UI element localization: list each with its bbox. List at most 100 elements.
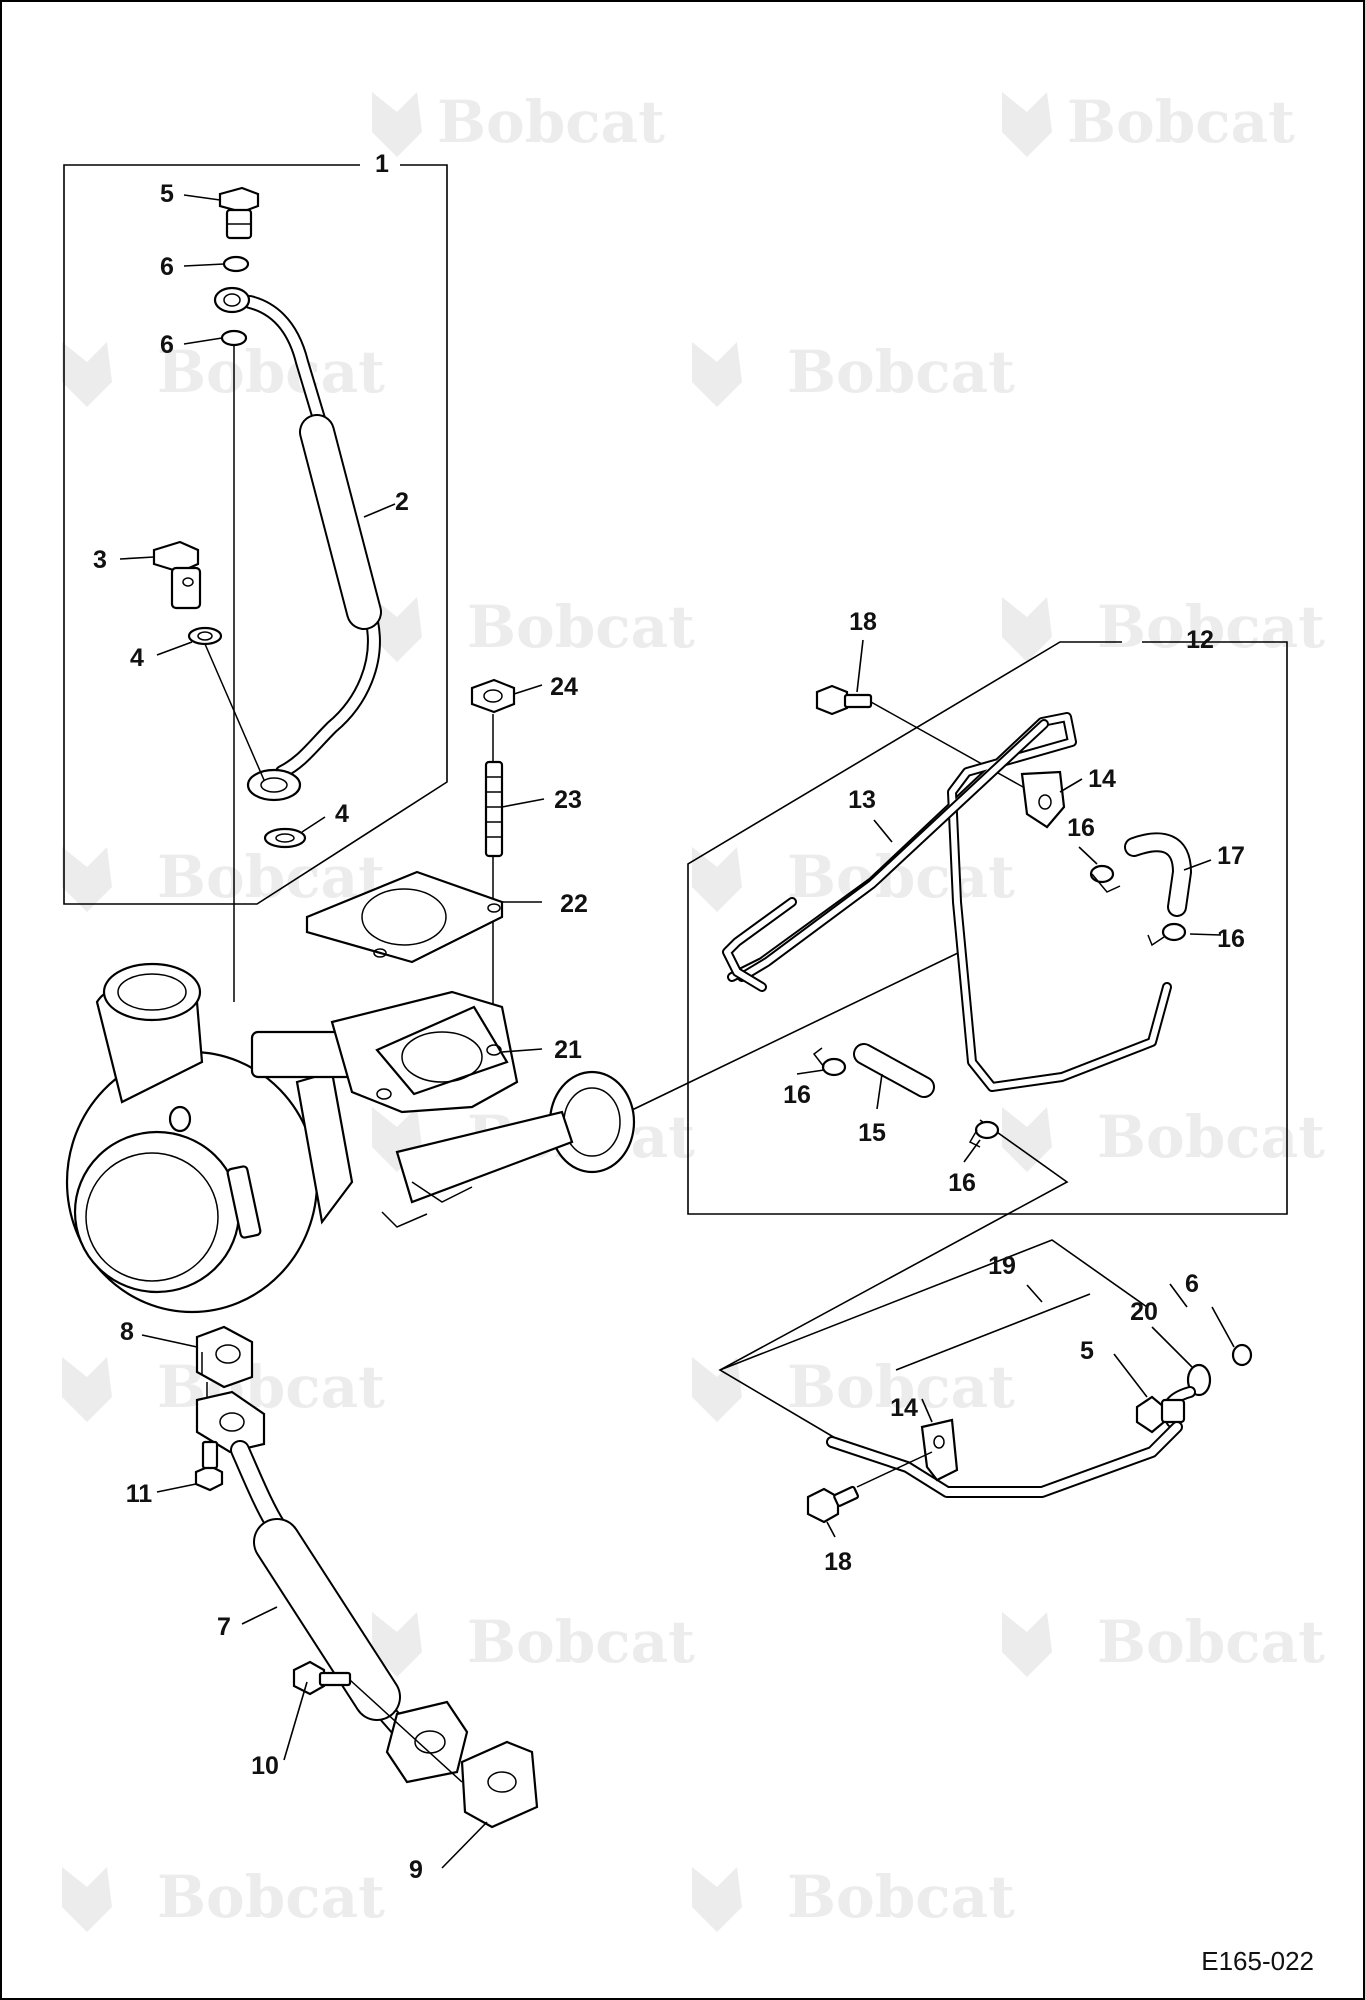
watermark-text: Bobcat (1097, 1608, 1325, 1676)
callout-16-c: 16 (783, 1081, 811, 1109)
bolt-18-lower (806, 1485, 860, 1524)
callout-14-kit: 14 (890, 1394, 918, 1422)
bobcat-logo-icon (372, 92, 422, 157)
turbo-coolant-pipe-19 (826, 1421, 1183, 1498)
callout-11: 11 (126, 1480, 153, 1508)
group-12-frame (687, 641, 1288, 1215)
watermark-text: Bobcat (787, 1863, 1015, 1931)
stud-23 (484, 760, 504, 858)
callout-16-d: 16 (948, 1169, 976, 1197)
callout-15: 15 (858, 1119, 886, 1147)
callout-16-a: 16 (1067, 814, 1095, 842)
sealing-washer-6-kit (1231, 1343, 1253, 1367)
watermark-text: Bobcat (787, 1353, 1015, 1421)
callout-18-upper: 18 (849, 608, 877, 636)
group-19-bracket (719, 1239, 1148, 1371)
callout-4-upper: 4 (130, 644, 144, 672)
sealing-washer-6-lower (220, 329, 248, 347)
callout-9: 9 (409, 1856, 423, 1884)
connection-line-kit-19 (718, 1119, 1069, 1443)
coolant-pipe-13 (722, 712, 1172, 1092)
bobcat-logo-icon (62, 847, 112, 912)
leader-lines (119, 194, 1235, 1869)
bracket-14-upper (1020, 770, 1066, 829)
callout-12: 12 (1186, 626, 1214, 654)
bobcat-logo-icon (692, 342, 742, 407)
watermark-text: Bobcat (787, 338, 1015, 406)
bobcat-logo-icon (372, 1612, 422, 1677)
bobcat-logo-icon (692, 1867, 742, 1932)
bobcat-logo-icon (62, 1867, 112, 1932)
callout-18-lower: 18 (824, 1548, 852, 1576)
watermark-text: Bobcat (157, 1353, 385, 1421)
banjo-bolt-5 (218, 186, 260, 240)
watermark-text: Bobcat (467, 593, 695, 661)
hose-clamp-16-c (812, 1047, 847, 1077)
hose-17 (1124, 832, 1192, 917)
callout-17: 17 (1217, 842, 1245, 870)
banjo-fitting-lower (246, 768, 302, 802)
callout-13: 13 (848, 786, 876, 814)
watermark-text: Bobcat (157, 338, 385, 406)
sealing-washer-4-lower (263, 827, 307, 849)
bobcat-logo-icon (1002, 1107, 1052, 1172)
hose-clamp-16-d (968, 1120, 1000, 1148)
watermark-text: Bobcat (1067, 88, 1295, 156)
gasket-8 (195, 1325, 254, 1389)
gasket-9 (460, 1740, 539, 1829)
watermark-text: Bobcat (467, 1608, 695, 1676)
callout-23: 23 (554, 786, 582, 814)
group-19-bracket-inner (895, 1293, 1091, 1371)
banjo-bolt-5-kit (1135, 1395, 1186, 1434)
callout-10: 10 (251, 1752, 279, 1780)
hose-15 (853, 1043, 935, 1098)
figure-code: E165-022 (1201, 1946, 1314, 1976)
callout-16-b: 16 (1217, 925, 1245, 953)
callout-5: 5 (160, 180, 174, 208)
callout-5-kit: 5 (1080, 1337, 1094, 1365)
callout-7: 7 (217, 1613, 231, 1641)
callout-20: 20 (1130, 1298, 1158, 1326)
bobcat-logo-icon (62, 1357, 112, 1422)
bobcat-logo-icon (1002, 92, 1052, 157)
hose-clamp-16-b (1147, 922, 1187, 947)
watermark-text: Bobcat (157, 1863, 385, 1931)
callout-24: 24 (550, 673, 578, 701)
connection-line-turbo-to-kit (631, 951, 961, 1111)
bolt-10 (292, 1660, 352, 1696)
callout-19: 19 (988, 1252, 1016, 1280)
bobcat-logo-icon (692, 847, 742, 912)
bobcat-logo-icon (62, 342, 112, 407)
bobcat-logo-icon (372, 597, 422, 662)
banjo-fitting-upper (213, 286, 251, 314)
turbocharger-21 (65, 962, 636, 1314)
hose-clamp-16-a (1089, 864, 1121, 893)
callout-22: 22 (560, 890, 588, 918)
callout-4-lower: 4 (335, 800, 349, 828)
bobcat-logo-icon (1002, 597, 1052, 662)
banjo-bolt-3 (152, 540, 202, 610)
bolt-11 (194, 1440, 224, 1492)
callout-8: 8 (120, 1318, 134, 1346)
callouts: 1 2 3 4 4 5 6 6 24 23 22 21 8 11 7 10 9 … (93, 150, 1245, 1884)
callout-14-upper: 14 (1088, 765, 1116, 793)
bobcat-logo-icon (1002, 1612, 1052, 1677)
oil-feed-pipe (213, 286, 382, 802)
bobcat-logo-icon (692, 1357, 742, 1422)
gasket-22 (305, 870, 504, 964)
callout-1: 1 (375, 150, 389, 178)
oil-drain-pipe-7 (195, 1390, 469, 1784)
callout-21: 21 (554, 1036, 582, 1064)
sealing-washer-4-upper (187, 626, 223, 646)
callout-6-kit: 6 (1185, 1270, 1199, 1298)
bracket-14-kit (920, 1418, 959, 1482)
watermark-text: Bobcat (1097, 1103, 1325, 1171)
bolt-18-upper (815, 684, 873, 716)
watermark-group: Bobcat Bobcat Bobcat Bobcat Bobcat Bobca… (62, 88, 1325, 1932)
group-1-frame (63, 164, 448, 905)
callout-6-lower: 6 (160, 331, 174, 359)
callout-2: 2 (395, 488, 409, 516)
watermark-text: Bobcat (437, 88, 665, 156)
